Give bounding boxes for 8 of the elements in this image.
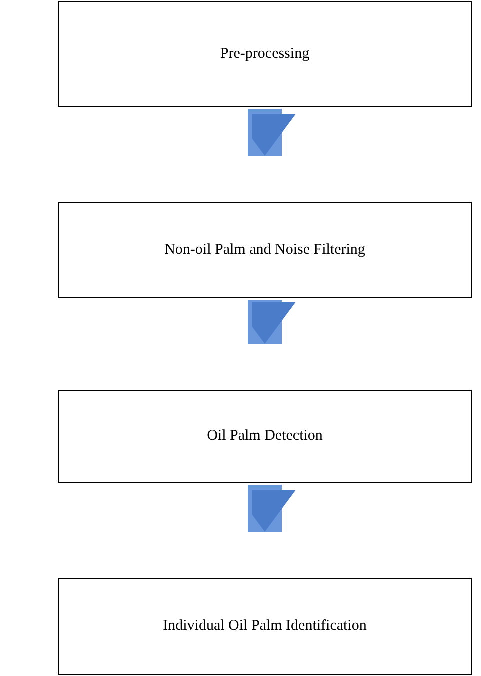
process-box [58, 578, 472, 675]
process-box [58, 390, 472, 483]
process-box [58, 202, 472, 298]
step-label: Individual Oil Palm Identification [163, 618, 367, 635]
process-box [58, 1, 472, 107]
step-label: Non-oil Palm and Noise Filtering [164, 242, 366, 258]
step-label: Oil Palm Detection [207, 428, 323, 445]
step-label: Pre-processing [220, 46, 310, 62]
